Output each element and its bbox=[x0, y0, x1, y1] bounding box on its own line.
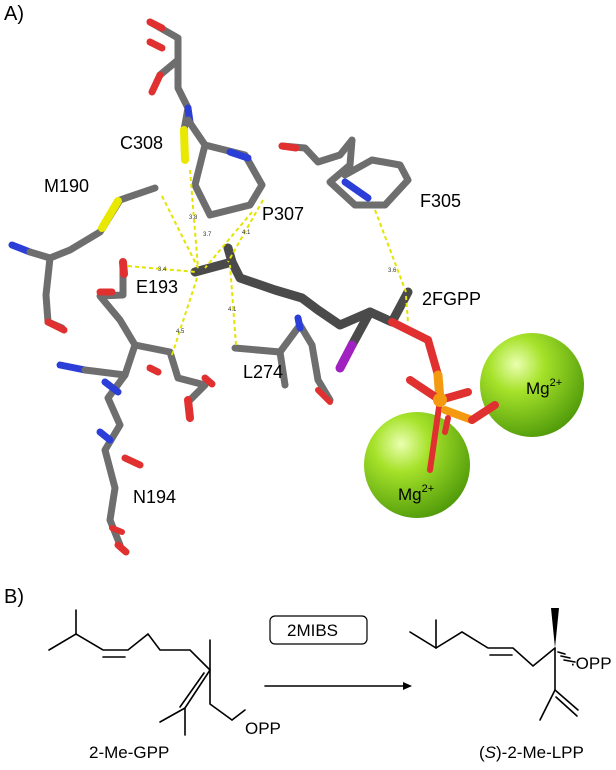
distance-label: 4.1 bbox=[228, 307, 237, 313]
contact-lines bbox=[127, 169, 409, 356]
distance-label: 4.5 bbox=[176, 329, 185, 335]
residue-label-p307: P307 bbox=[262, 204, 304, 224]
reaction-arrow bbox=[264, 682, 412, 690]
product-opp-label: ·OPP bbox=[570, 654, 612, 673]
product-name: (S)-2-Me-LPP bbox=[479, 743, 584, 762]
enzyme-box: 2MIBS bbox=[269, 615, 368, 645]
distance-label: 3.7 bbox=[203, 232, 212, 238]
mg-ion-label: Mg2+ bbox=[526, 377, 562, 398]
mg-ion-left: Mg2+ bbox=[364, 412, 470, 518]
product-structure bbox=[409, 608, 579, 721]
residue-p307-sticks bbox=[184, 116, 266, 219]
panel-b-label: B) bbox=[4, 586, 24, 608]
mg-ion-right: Mg2+ bbox=[480, 333, 584, 437]
residue-l274-sticks bbox=[231, 314, 334, 405]
residue-f305-sticks bbox=[278, 136, 412, 209]
residue-label-m190: M190 bbox=[44, 176, 89, 196]
distance-label: 3.4 bbox=[158, 267, 167, 273]
substrate-opp-label: OPP bbox=[245, 719, 281, 738]
substrate-name: 2-Me-GPP bbox=[89, 743, 169, 762]
residue-label-l274: L274 bbox=[243, 362, 283, 382]
distance-label: 4.1 bbox=[242, 230, 251, 236]
residue-label-n194: N194 bbox=[133, 487, 176, 507]
mg-ion-label: Mg2+ bbox=[398, 483, 434, 504]
ligand-label-2fgpp: 2FGPP bbox=[422, 289, 481, 309]
phosphate-group bbox=[406, 370, 499, 473]
distance-label: 3.6 bbox=[388, 268, 397, 274]
residue-m190-sticks bbox=[8, 184, 159, 334]
enzyme-label: 2MIBS bbox=[287, 621, 338, 640]
residue-c308-sticks bbox=[146, 18, 194, 164]
distance-label: 3.8 bbox=[189, 215, 198, 221]
residue-e193-n194-sticks bbox=[56, 258, 216, 556]
ligand-2fgpp-sticks bbox=[190, 243, 442, 379]
panel-a-label: A) bbox=[4, 3, 24, 25]
residue-label-f305: F305 bbox=[420, 191, 461, 211]
residue-label-e193: E193 bbox=[136, 277, 178, 297]
residue-label-c308: C308 bbox=[120, 133, 163, 153]
substrate-structure bbox=[48, 609, 246, 736]
